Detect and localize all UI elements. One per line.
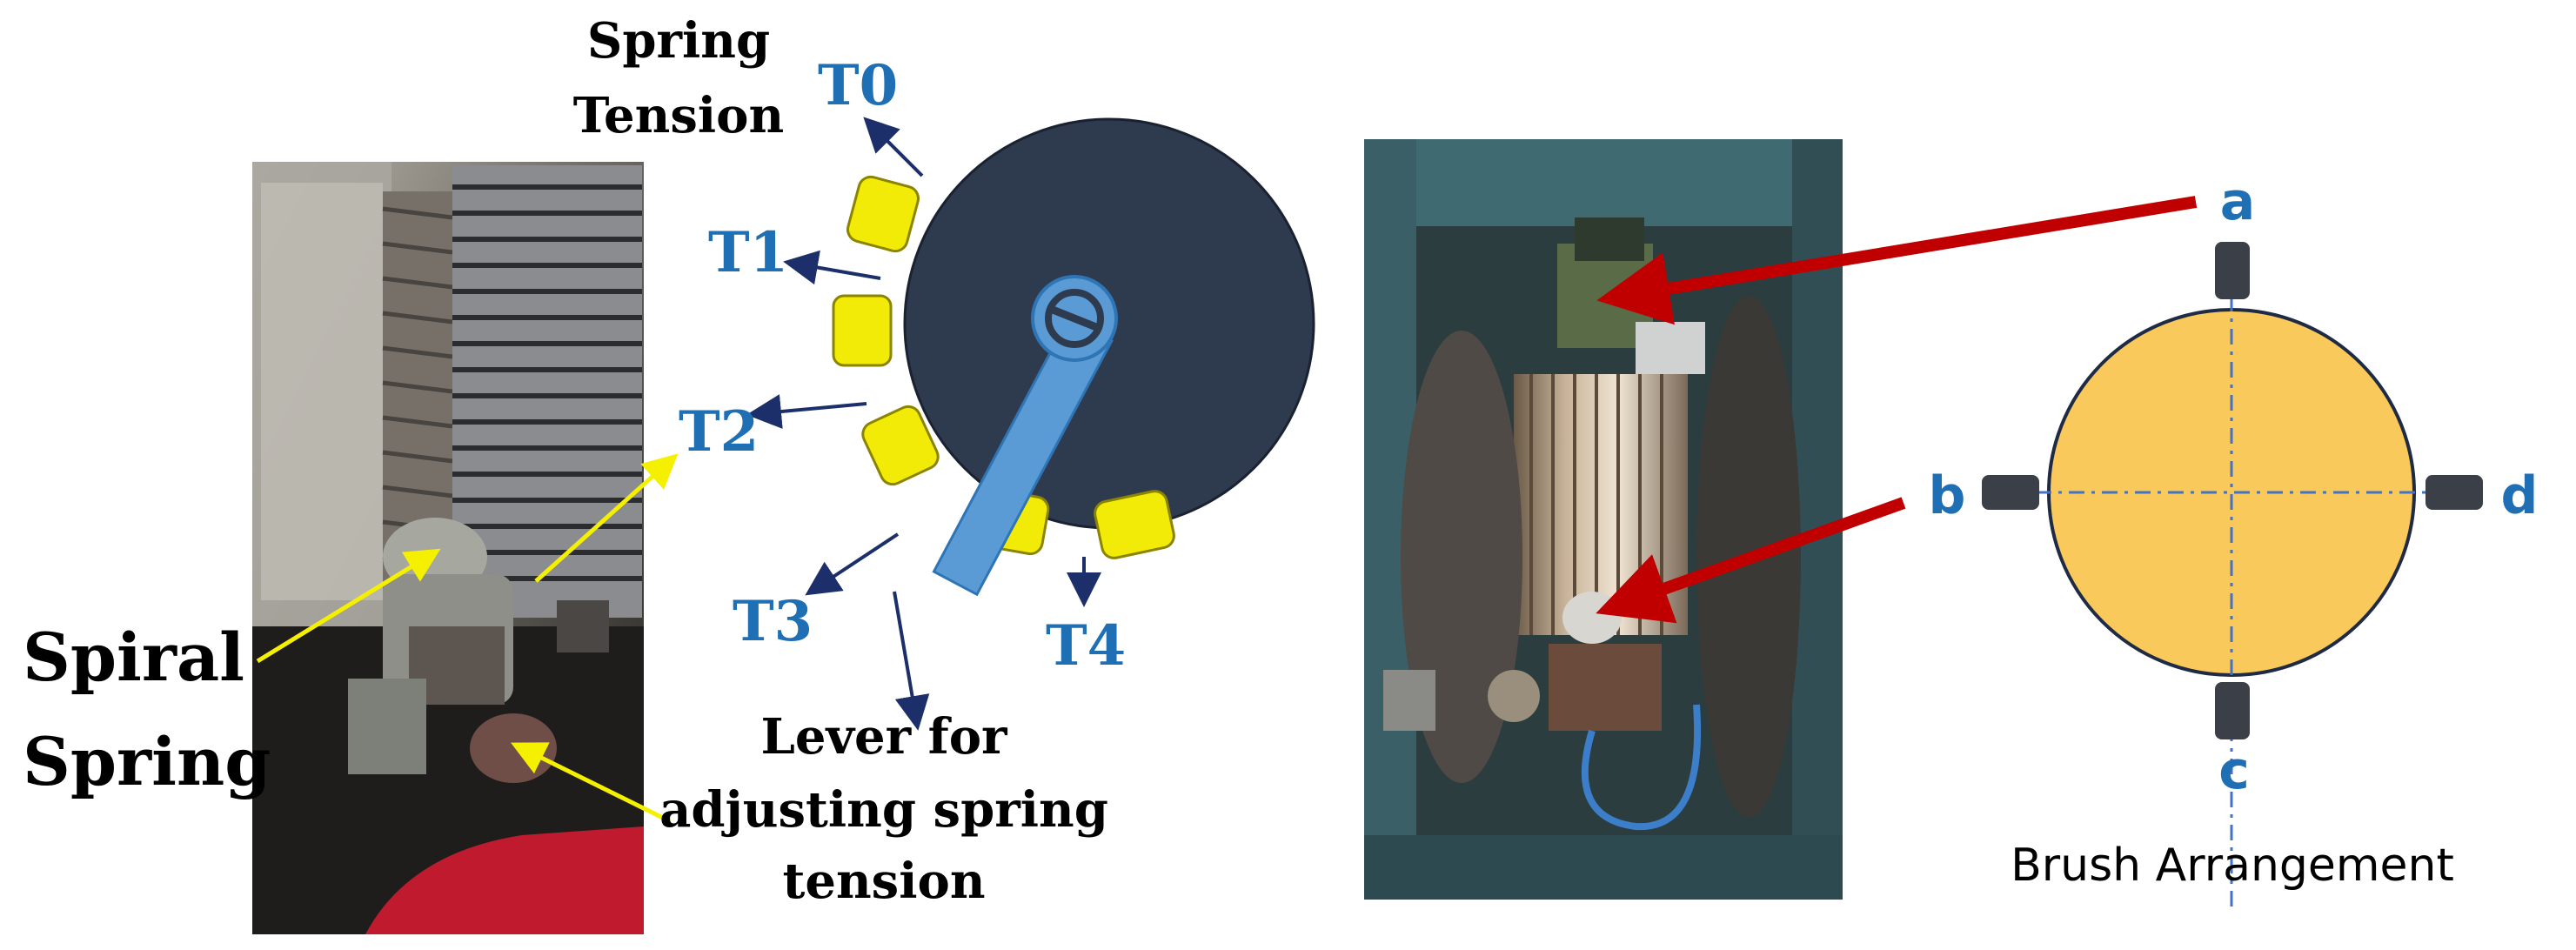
brush-b: [1982, 475, 2039, 510]
label-t3: T3: [733, 589, 813, 654]
spring-tension-label-line1: Spring: [587, 12, 770, 70]
brush-label-d: d: [2501, 465, 2539, 526]
tension-pad-t0: [846, 175, 920, 253]
brush-arrangement-diagram: [1982, 242, 2483, 908]
label-t1: T1: [708, 220, 788, 285]
brush-pointers: [1596, 196, 2198, 624]
spiral-spring-pointers: [256, 453, 679, 824]
lever-label-line1: Lever for: [760, 708, 1008, 766]
brush-label-a: a: [2220, 171, 2256, 232]
screw-head-icon: [1031, 275, 1118, 362]
brush-c: [2215, 682, 2250, 739]
brush-a: [2215, 242, 2250, 299]
lever-label-line2: adjusting spring: [659, 781, 1108, 839]
label-t4: T4: [1046, 613, 1126, 679]
lever-label-line3: tension: [782, 853, 985, 910]
tension-pad-t2: [861, 405, 940, 486]
tension-pad-t4: [1094, 490, 1175, 559]
spiral-spring-label-line1: Spiral: [23, 619, 244, 696]
brush-holder-photo: [1364, 139, 1843, 900]
spiral-spring-photo: [252, 162, 644, 934]
spring-tension-label-line2: Tension: [573, 87, 784, 144]
brush-label-b: b: [1929, 465, 1966, 526]
spiral-spring-label-line2: Spring: [23, 723, 271, 800]
tension-arrows: [746, 117, 1101, 731]
brush-d: [2425, 475, 2483, 510]
label-t2: T2: [679, 399, 759, 465]
tension-dial: [832, 117, 1315, 597]
label-t0: T0: [818, 53, 898, 118]
brush-label-c: c: [2218, 740, 2250, 801]
tension-pad-t1: [832, 294, 893, 367]
brush-arrangement-caption: Brush Arrangement: [2011, 840, 2454, 892]
